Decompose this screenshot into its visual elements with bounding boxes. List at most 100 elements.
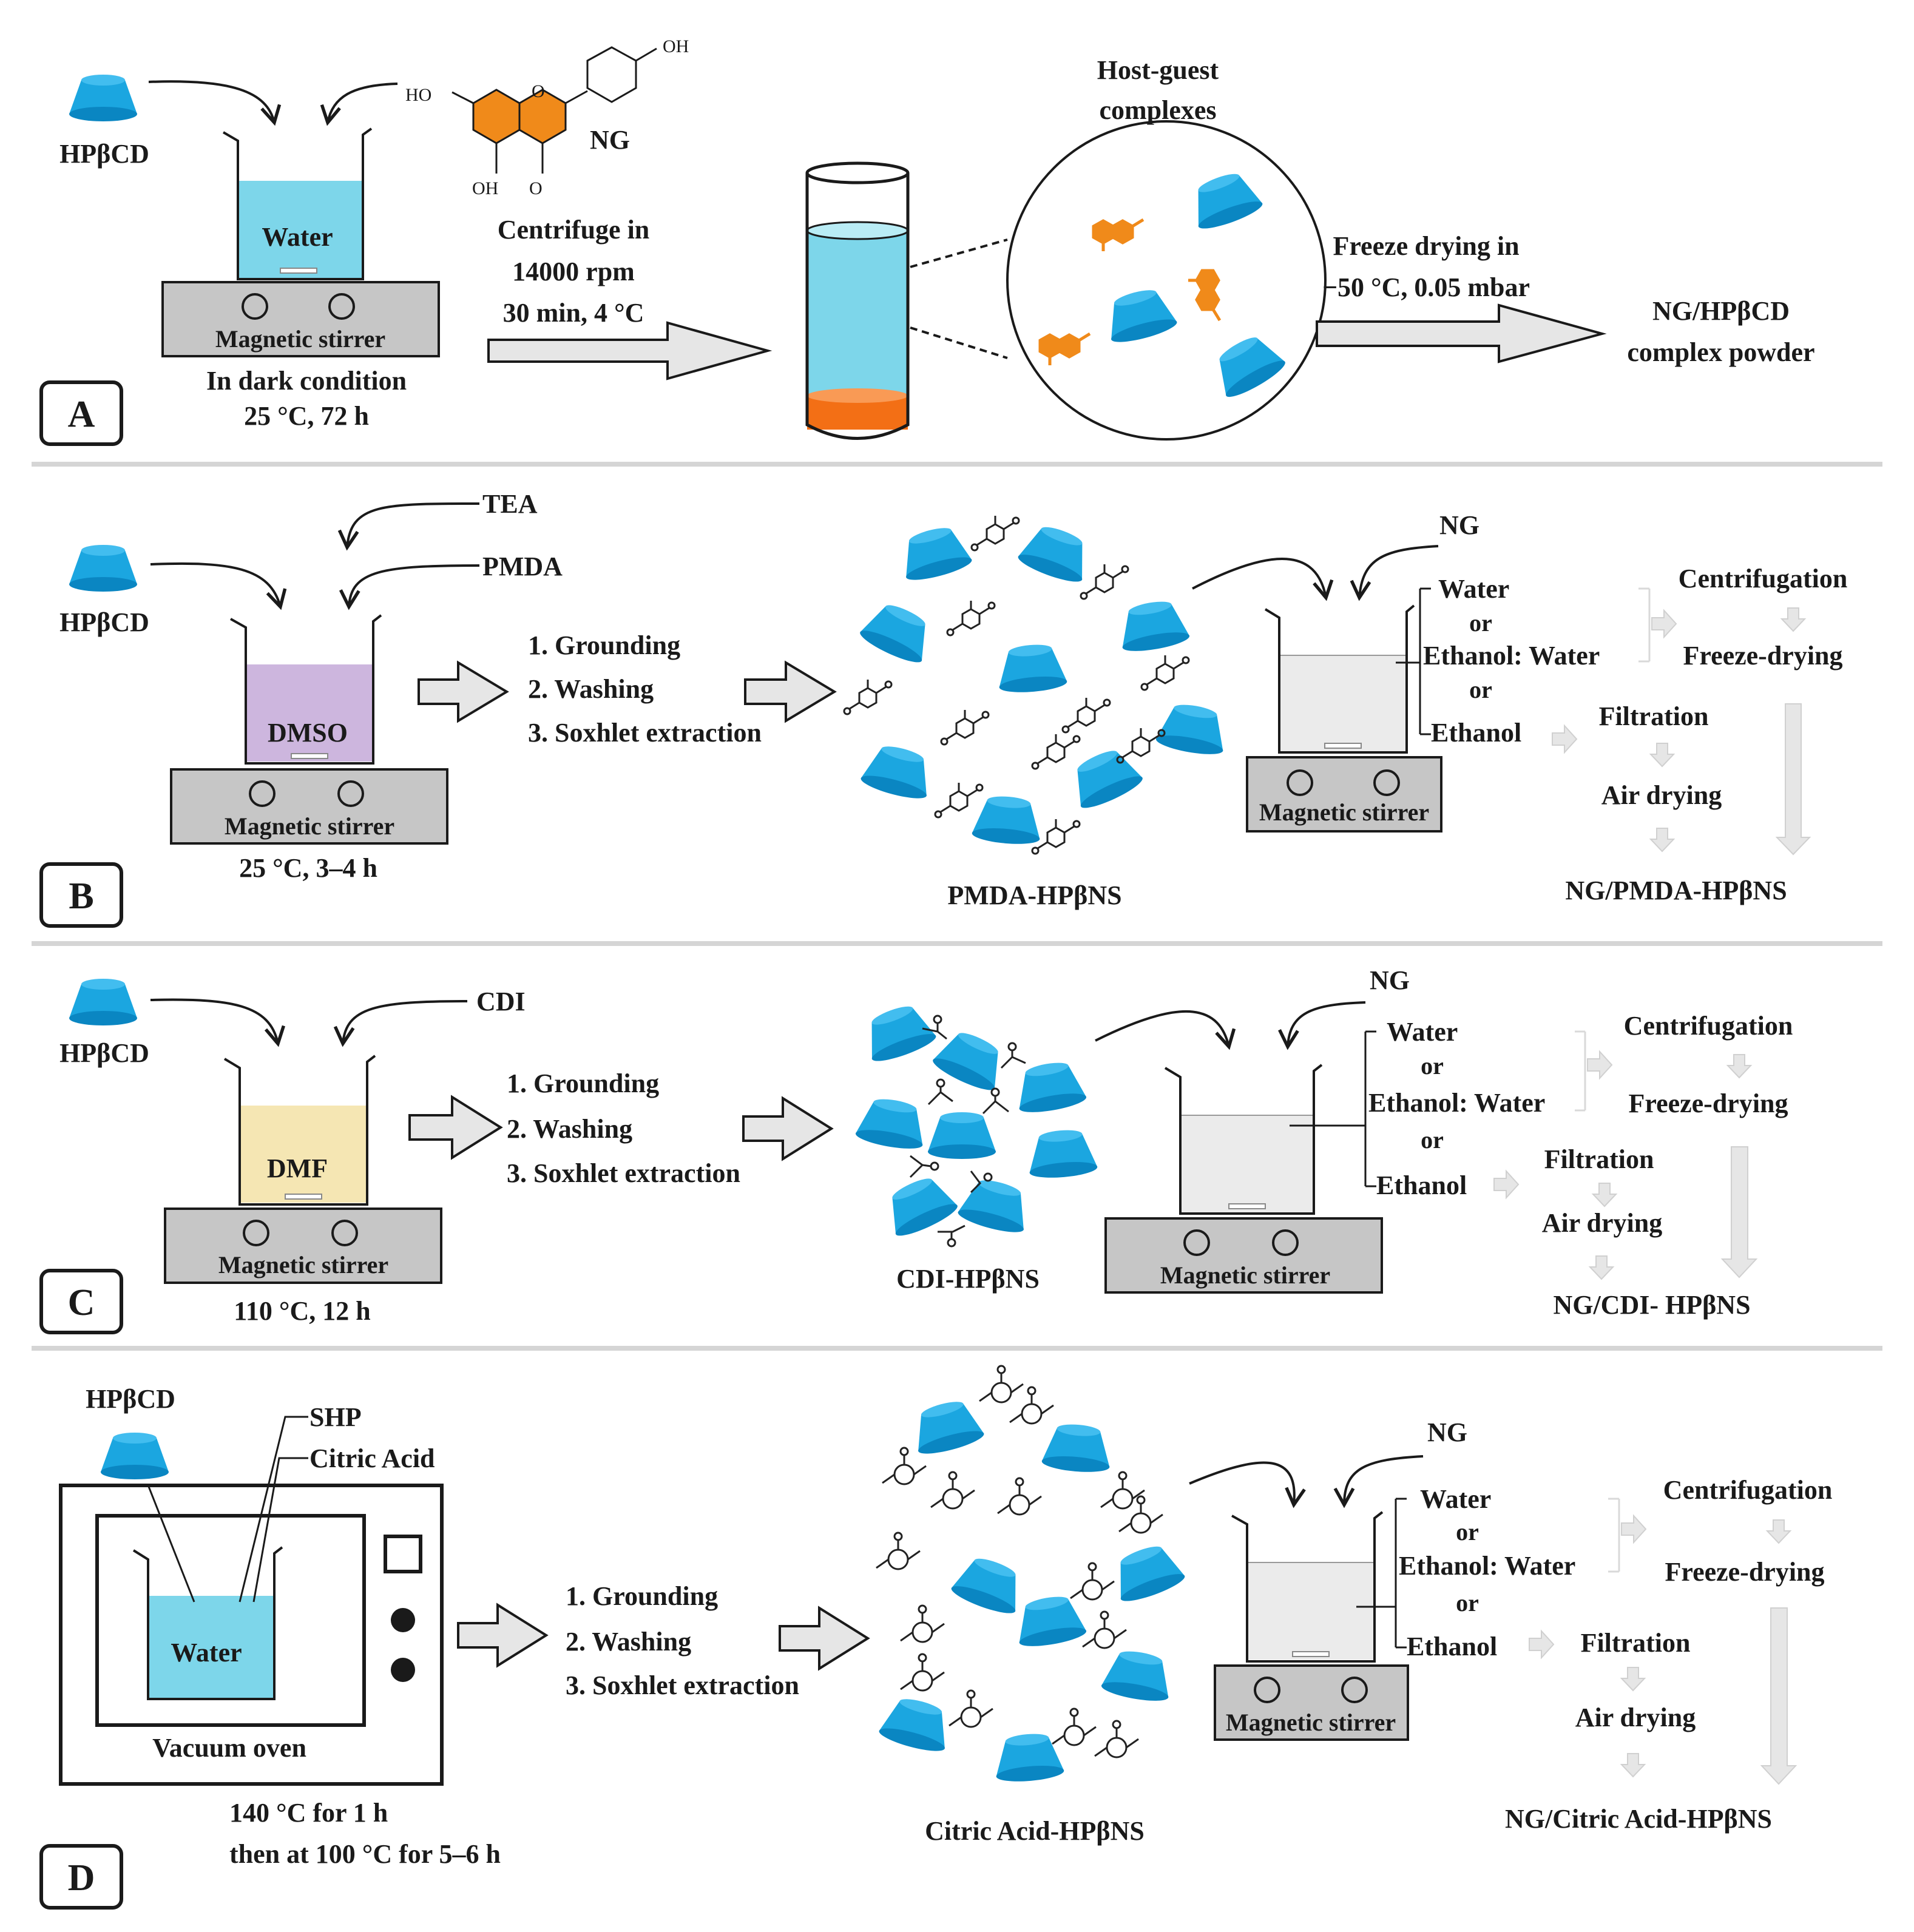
hpbcd-cup-icon <box>69 979 137 1025</box>
process-arrow-1 <box>457 1603 549 1668</box>
hpbcd-label: HPβCD <box>59 1038 149 1068</box>
panel-c: C HPβCD CDI DMF Magnetic stirrer 110 °C,… <box>39 965 1793 1334</box>
solvent-bracket <box>1356 1498 1407 1649</box>
freeze-line-1: Freeze drying in <box>1333 231 1519 261</box>
stirrer-knob-icon <box>1272 1229 1299 1256</box>
stirrer-label: Magnetic stirrer <box>1259 799 1429 826</box>
route-bracket <box>1575 1030 1586 1112</box>
naringenin-oxo: O <box>529 178 543 198</box>
light-arrow-icon <box>1587 1050 1613 1080</box>
solvent-or-2: or <box>1456 1589 1479 1616</box>
solvent-ethanol: Ethanol <box>1376 1170 1467 1200</box>
ng-to-beaker-arrow <box>1350 545 1439 601</box>
stirrer-label: Magnetic stirrer <box>215 325 385 353</box>
pmda-nanosponge-network <box>843 515 1230 855</box>
tea-label: TEA <box>482 489 538 519</box>
pmda-arrow <box>339 564 480 610</box>
step-1: 1. Grounding <box>507 1069 659 1098</box>
step-1: 1. Grounding <box>528 630 680 660</box>
hpbcd-label: HPβCD <box>86 1384 175 1414</box>
ng-to-beaker-arrow <box>1333 1455 1424 1508</box>
naringenin-structure-icon <box>451 46 657 174</box>
light-arrow-icon <box>1780 607 1807 632</box>
light-arrow-icon <box>1493 1169 1520 1200</box>
product-a-line-2: complex powder <box>1627 337 1814 367</box>
magnetic-stirrer: Magnetic stirrer <box>170 768 448 845</box>
host-guest-line-2: complexes <box>1099 95 1216 125</box>
cdi-nanosponge-network <box>854 999 1098 1248</box>
zoom-line-top <box>910 238 1008 268</box>
oven-knob-icon <box>391 1608 415 1632</box>
beaker-water <box>132 1546 283 1700</box>
light-arrow-icon <box>1620 1753 1646 1778</box>
process-arrow-1 <box>418 660 509 723</box>
centrifugation-label: Centrifugation <box>1624 1011 1793 1041</box>
light-arrow-icon <box>1620 1667 1646 1692</box>
shp-line <box>238 1416 308 1603</box>
freeze-line-2: −50 °C, 0.05 mbar <box>1322 272 1530 302</box>
stirrer-label: Magnetic stirrer <box>225 812 394 840</box>
hpbcd-cup-icon <box>101 1433 169 1479</box>
stirrer-label: Magnetic stirrer <box>1226 1709 1396 1736</box>
panel-b: B HPβCD TEA PMDA DMSO Magnetic stirrer 2… <box>39 489 1848 928</box>
solvent-or-1: or <box>1456 1518 1479 1545</box>
process-arrow-1 <box>408 1095 503 1160</box>
hpbcd-arrow <box>148 80 282 126</box>
hpbcd-arrow <box>150 562 287 610</box>
beaker-dmf <box>223 1055 376 1206</box>
filtration-label: Filtration <box>1599 701 1709 731</box>
centrifuge-line-2: 14000 rpm <box>512 257 635 286</box>
light-arrow-icon <box>1552 724 1578 754</box>
cdi-arrow <box>333 1000 468 1047</box>
stirrer-knob-icon <box>337 780 364 807</box>
light-arrow-icon <box>1591 1183 1618 1208</box>
solvent-bracket <box>1290 1030 1376 1187</box>
shp-label: SHP <box>309 1402 362 1432</box>
solvent-label: DMF <box>267 1153 328 1183</box>
panel-c-label: C <box>68 1282 95 1323</box>
ng-to-beaker-arrow <box>1278 1001 1366 1050</box>
stirrer-label: Magnetic stirrer <box>218 1251 388 1278</box>
naringenin-oh-bottom: OH <box>472 178 498 198</box>
air-drying-label: Air drying <box>1575 1703 1696 1732</box>
ns-to-beaker-arrow <box>1192 558 1334 601</box>
process-arrow-2 <box>779 1606 870 1671</box>
process-arrow-2 <box>744 660 837 723</box>
magnetic-stirrer-2: Magnetic stirrer <box>1104 1217 1383 1294</box>
light-arrow-icon <box>1649 743 1676 768</box>
oven-knob-icon <box>391 1658 415 1682</box>
route-bracket <box>1638 587 1651 663</box>
tea-arrow <box>337 502 480 551</box>
condition-line-2: then at 100 °C for 5–6 h <box>229 1839 501 1869</box>
hpbcd-arrow <box>150 998 285 1047</box>
host-guest-line-1: Host-guest <box>1097 55 1219 85</box>
citric-nanosponge-network <box>875 1365 1188 1784</box>
freeze-drying-label: Freeze-drying <box>1683 641 1842 670</box>
product-c: NG/CDI- HPβNS <box>1553 1290 1750 1320</box>
stirrer-label: Magnetic stirrer <box>1160 1262 1330 1289</box>
stirrer-knob-icon <box>1341 1677 1368 1703</box>
oven-display-icon <box>384 1535 422 1573</box>
centrifugation-label: Centrifugation <box>1679 564 1848 593</box>
ns-label: PMDA-HPβNS <box>947 880 1121 910</box>
step-3: 3. Soxhlet extraction <box>507 1158 740 1188</box>
naringenin-oh-top: OH <box>663 36 689 56</box>
panel-d-label: D <box>68 1857 95 1899</box>
beaker-suspension <box>1164 1064 1323 1215</box>
stirrer-knob-icon <box>1254 1677 1280 1703</box>
solvent-or-2: or <box>1469 676 1492 703</box>
ns-to-beaker-arrow <box>1189 1461 1306 1508</box>
beaker-water <box>222 127 373 280</box>
magnetic-stirrer-2: Magnetic stirrer <box>1214 1664 1409 1741</box>
light-arrow-icon <box>1726 1054 1753 1079</box>
solvent-ethanol-water: Ethanol: Water <box>1368 1088 1545 1118</box>
solvent-or-1: or <box>1469 609 1492 637</box>
light-long-arrow-icon <box>1775 703 1811 856</box>
product-a-line-1: NG/HPβCD <box>1652 296 1790 326</box>
stirrer-knob-icon <box>242 293 268 320</box>
air-drying-label: Air drying <box>1601 780 1722 810</box>
condition-label: 110 °C, 12 h <box>234 1296 370 1326</box>
solvent-ethanol-water: Ethanol: Water <box>1399 1551 1575 1581</box>
ng-label: NG <box>1427 1417 1467 1447</box>
